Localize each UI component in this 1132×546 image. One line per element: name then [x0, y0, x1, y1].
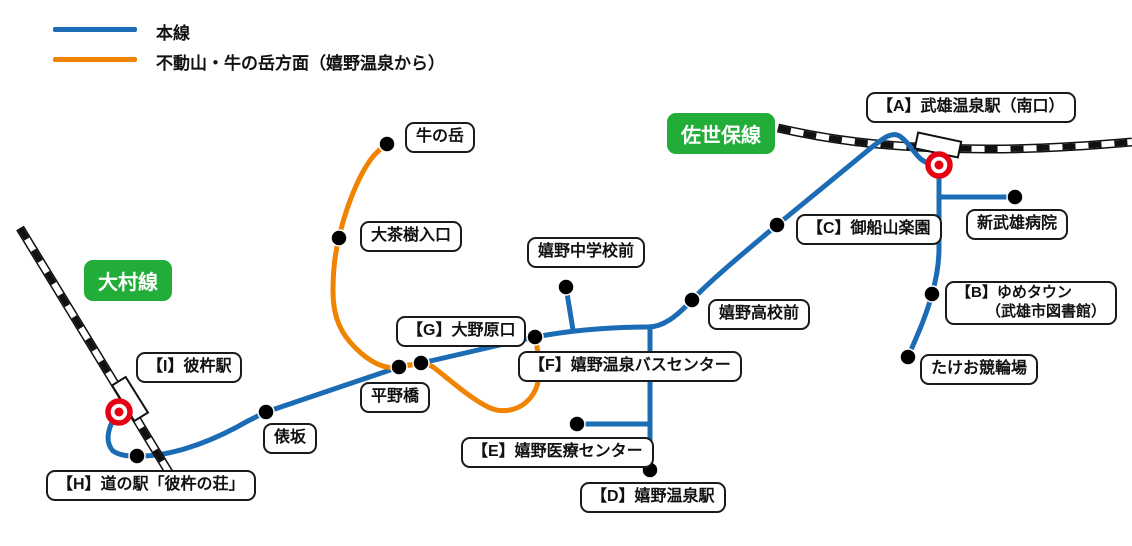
sasebo-line-label: 佐世保線 — [667, 113, 775, 154]
stop-dots — [128, 135, 1024, 479]
stop-dot-ushinodake — [378, 135, 396, 153]
stop-dot-ureshino-juniorhigh — [557, 278, 575, 296]
stop-label-medical-center: 【E】嬉野医療センター — [461, 437, 654, 468]
takeo-south-branch — [905, 165, 942, 360]
stop-dot-shin-takeo-hospital — [1006, 188, 1024, 206]
main-route-line — [105, 132, 1018, 473]
stop-label-ureshino-juniorhigh: 嬉野中学校前 — [527, 237, 646, 268]
stop-label-onobaru-guchi: 【G】大野原口 — [396, 316, 527, 347]
stop-label-takeo-onsen-station: 【A】武雄温泉駅（南口） — [866, 92, 1076, 123]
stop-label-yumetown-line2: （武雄市図書館） — [986, 302, 1107, 320]
stop-label-sonogi-no-sou: 【H】道の駅「彼杵の荘」 — [46, 470, 256, 501]
stop-label-bus-center: 【F】嬉野温泉バスセンター — [518, 351, 742, 382]
stop-dot-ureshino-highschool — [683, 291, 701, 309]
stop-dot-medical-center — [568, 415, 586, 433]
omura-railway-line — [16, 225, 177, 482]
stop-label-hiranohashi: 平野橋 — [360, 382, 431, 413]
sonogi-station-symbol — [105, 375, 150, 426]
stop-dot-mifuneyama — [768, 216, 786, 234]
stop-label-shin-takeo-hospital: 新武雄病院 — [966, 209, 1069, 240]
takeo-onsen-station-symbol — [913, 131, 963, 179]
stop-label-mifuneyama: 【C】御船山楽園 — [796, 214, 942, 245]
stop-label-ureshino-highschool: 嬉野高校前 — [708, 299, 811, 330]
legend-main-line-label: 本線 — [156, 24, 190, 43]
stop-dot-bus-center — [526, 328, 544, 346]
stop-label-ureshino-onsen-station: 【D】嬉野温泉駅 — [580, 482, 726, 513]
main-route-path — [105, 132, 942, 459]
stop-dot-tawarazaka — [257, 403, 275, 421]
stop-dot-hiranohashi — [390, 358, 408, 376]
legend-branch-line-swatch — [53, 57, 137, 62]
stop-label-ushinodake: 牛の岳 — [405, 122, 476, 153]
stop-label-daichaju-iriguchi: 大茶樹入口 — [360, 221, 463, 252]
stop-dot-onobaru-guchi — [412, 354, 430, 372]
branch-route-line — [330, 141, 542, 414]
legend-branch-line-label: 不動山・牛の岳方面（嬉野温泉から） — [156, 54, 445, 73]
stop-dot-yumetown — [923, 285, 941, 303]
stop-label-takeo-keirin: たけお競輪場 — [920, 354, 1039, 385]
stop-label-yumetown-line1: 【B】ゆめタウン — [956, 284, 1072, 301]
legend-main-line-swatch — [53, 27, 137, 32]
stop-label-yumetown: 【B】ゆめタウン （武雄市図書館） — [945, 281, 1118, 325]
stop-dot-daichaju-iriguchi — [330, 229, 348, 247]
stop-dot-sonogi-no-sou — [128, 447, 146, 465]
stop-label-sonogi-station: 【I】彼杵駅 — [136, 352, 243, 383]
omura-line-label: 大村線 — [84, 260, 172, 301]
stop-dot-takeo-keirin — [899, 348, 917, 366]
stop-label-tawarazaka: 俵坂 — [263, 423, 318, 454]
